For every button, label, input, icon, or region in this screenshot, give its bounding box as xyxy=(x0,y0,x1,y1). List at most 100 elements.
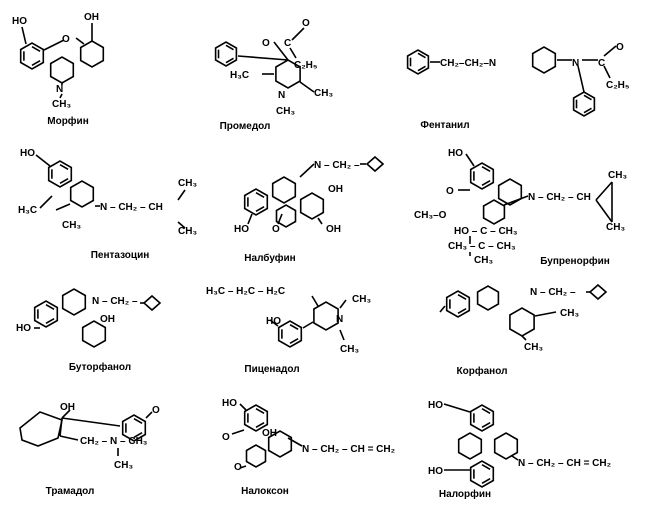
atom-label: O xyxy=(302,18,310,29)
atom-label: N xyxy=(278,90,285,101)
atom-label: CH₃ xyxy=(114,460,133,471)
bond xyxy=(577,65,585,93)
double-bond xyxy=(289,337,299,345)
bond xyxy=(269,319,279,327)
double-bond xyxy=(31,59,41,67)
bond xyxy=(59,417,63,437)
molecule-naloxone: HO O OH N – CH₂ – CH = CH₂ O Налоксон xyxy=(222,398,395,497)
atom-label: HO xyxy=(16,323,31,334)
bond xyxy=(61,417,121,427)
bond xyxy=(521,335,527,341)
molecule-nalorphine: HO HO N – CH₂ – CH = CH₂ Налорфин xyxy=(428,400,611,500)
atom-label: O xyxy=(152,405,160,416)
double-bond xyxy=(45,317,55,325)
atom-label: N – CH₂ – CH xyxy=(528,192,591,203)
double-bond xyxy=(225,57,234,64)
bond xyxy=(291,27,305,41)
atom-label: CH₃ xyxy=(52,99,71,110)
bond xyxy=(439,305,446,313)
atom-label: C₂H₅ xyxy=(606,80,630,91)
atom-label: HO xyxy=(428,466,443,477)
atom-label: N – CH₂ – xyxy=(92,296,138,307)
bond xyxy=(177,221,186,229)
bond xyxy=(511,455,519,461)
cyclobutane-ring xyxy=(142,294,162,312)
ring xyxy=(476,285,500,311)
bond xyxy=(299,163,315,178)
molecule-picenadol: H₃C – H₂C – H₂C N CH₃ HO CH₃ Пиценадол xyxy=(206,286,371,375)
double-bond xyxy=(31,45,41,53)
atom-label: HO xyxy=(12,16,27,27)
cyclobutane-ring xyxy=(365,155,385,173)
double-bond xyxy=(289,323,299,331)
bond xyxy=(237,55,289,61)
compound-name: Налорфин xyxy=(439,488,491,500)
bond xyxy=(273,41,289,61)
atom-label: CH₃ xyxy=(62,220,81,231)
atom-label: O xyxy=(446,186,454,197)
atom-label: C xyxy=(598,58,605,69)
bond xyxy=(302,321,314,329)
double-bond xyxy=(457,307,467,315)
bond xyxy=(61,409,71,419)
compound-name: Промедол xyxy=(220,121,271,132)
atom-label: HO xyxy=(234,224,249,235)
double-bond xyxy=(417,65,426,72)
atom-label: N xyxy=(572,58,579,69)
bond xyxy=(595,199,613,223)
bond xyxy=(287,437,303,447)
molecule-buprenorphine: HO O CH₃–O N – CH₂ – CH CH₃ CH₃ HO – C –… xyxy=(414,148,627,267)
bond xyxy=(443,403,471,413)
compound-name: Налбуфин xyxy=(244,252,295,264)
double-bond xyxy=(481,463,491,471)
bond xyxy=(247,213,253,225)
double-bond xyxy=(133,431,143,439)
atom-label: CH₃ xyxy=(276,106,295,117)
bond xyxy=(21,26,27,45)
atom-label: CH₃ xyxy=(606,222,625,233)
ring xyxy=(531,46,557,74)
molecule-butorphanol: N – CH₂ – OH HO Буторфанол xyxy=(16,296,138,373)
benzene-ring xyxy=(469,404,495,432)
bond xyxy=(239,403,247,411)
double-bond xyxy=(481,407,491,415)
double-bond xyxy=(59,163,69,171)
double-bond xyxy=(45,303,55,311)
compound-name: Корфанол xyxy=(457,365,508,377)
cyclobutane-ring xyxy=(588,283,608,301)
ring xyxy=(245,444,267,468)
compound-name: Буторфанол xyxy=(69,361,131,373)
atom-label: HO xyxy=(266,316,281,327)
ring xyxy=(275,204,297,228)
atom-label: N – CH₂ – xyxy=(314,160,360,171)
atom-label: CH₂–CH₂–N xyxy=(440,58,496,69)
atom-label: HO xyxy=(222,398,237,409)
atom-label: CH₃ xyxy=(560,308,579,319)
atom-label: O xyxy=(222,432,230,443)
molecule-nalbuphine: N – CH₂ – OH HO O OH Налбуфин xyxy=(234,160,360,264)
bond xyxy=(317,217,323,225)
atom-label: H₃C xyxy=(18,205,37,216)
atom-label: OH xyxy=(84,12,99,23)
atom-label: N – CH₂ – CH = CH₂ xyxy=(518,458,611,469)
molecule-corphanol: N – CH₂ – CH₃ CH₃ Корфанол xyxy=(457,287,580,377)
ring xyxy=(271,176,297,204)
bond xyxy=(59,93,63,99)
atom-label: H₃C – H₂C – H₂C xyxy=(206,286,285,297)
double-bond xyxy=(481,179,491,187)
bond xyxy=(339,329,345,341)
benzene-ring xyxy=(572,91,596,117)
benzene-ring xyxy=(19,42,45,70)
double-bond xyxy=(225,44,234,51)
ring xyxy=(493,432,519,460)
ring xyxy=(482,199,506,225)
atom-label: CH₃ xyxy=(474,255,493,266)
bond xyxy=(43,39,65,51)
molecule-fentanyl: CH₂–CH₂–N N C O C₂H₅ Фентанил xyxy=(420,42,629,131)
cyclohexane-ring xyxy=(19,411,63,447)
ring xyxy=(299,192,325,220)
atom-label: N xyxy=(56,84,63,95)
benzene-ring xyxy=(33,300,59,328)
compound-name: Морфин xyxy=(47,115,88,127)
atom-label: HO – C – CH₃ xyxy=(454,226,518,237)
